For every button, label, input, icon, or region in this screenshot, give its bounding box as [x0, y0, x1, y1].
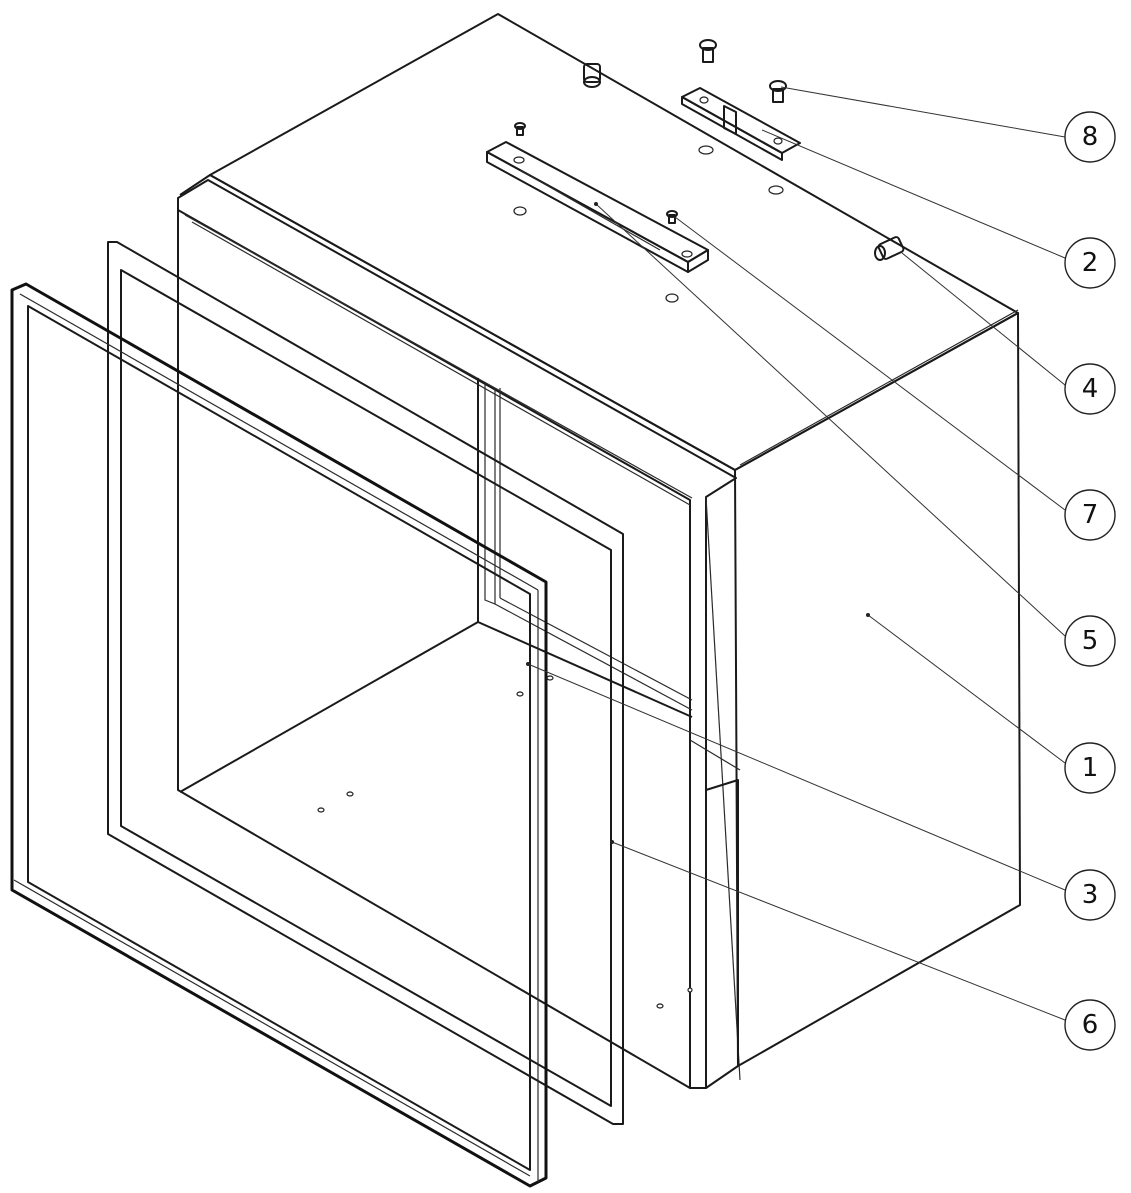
leader-4: [901, 252, 1066, 386]
screw: [699, 39, 717, 63]
leader-8: [780, 86, 1066, 138]
latch-plate: [681, 87, 801, 161]
leader-lines: [526, 86, 1066, 1021]
floor-hole: [516, 691, 524, 697]
enclosure-housing: [177, 13, 1021, 1089]
leader-3: [527, 663, 1066, 891]
balloon-5: 5: [1064, 615, 1116, 667]
cable-gland: [874, 236, 905, 261]
balloon-3: 3: [1064, 869, 1116, 921]
leader-5: [595, 203, 1066, 637]
screw: [514, 122, 526, 136]
balloon-8: 8: [1064, 111, 1116, 163]
top-hole: [768, 185, 784, 195]
housing-right-face: [734, 312, 1021, 1067]
screw: [666, 210, 678, 224]
balloon-1-label: 1: [1082, 753, 1099, 783]
floor-hole: [687, 987, 693, 993]
floor-hole: [656, 1003, 664, 1009]
balloon-3-label: 3: [1082, 880, 1099, 910]
balloon-2: 2: [1064, 237, 1116, 289]
balloon-6: 6: [1064, 999, 1116, 1051]
floor-hole: [546, 675, 554, 681]
top-hole: [665, 293, 679, 303]
leader-1: [867, 614, 1066, 764]
gasket-frame: [107, 241, 624, 1125]
leader-2: [761, 129, 1066, 259]
top-bracket-bar: [486, 141, 709, 273]
balloon-8-label: 8: [1082, 122, 1099, 152]
top-hole: [698, 145, 714, 155]
housing-flange-lower: [705, 779, 739, 1089]
balloon-6-label: 6: [1082, 1010, 1099, 1040]
housing-left-edge: [179, 174, 736, 471]
balloon-2-label: 2: [1082, 248, 1099, 278]
balloon-4-label: 4: [1082, 374, 1099, 404]
balloon-4: 4: [1064, 363, 1116, 415]
cable-gland: [583, 63, 601, 88]
balloon-7-label: 7: [1082, 500, 1099, 530]
screw: [769, 80, 787, 103]
balloon-7: 7: [1064, 489, 1116, 541]
housing-opening: [177, 210, 691, 1089]
balloon-1: 1: [1064, 742, 1116, 794]
balloon-5-label: 5: [1082, 626, 1099, 656]
floor-hole: [317, 807, 325, 813]
leader-6: [611, 841, 1066, 1021]
floor-hole: [346, 791, 354, 797]
leader-7: [674, 216, 1066, 511]
front-bezel-frame: [10, 282, 548, 1188]
top-hole: [513, 206, 527, 216]
